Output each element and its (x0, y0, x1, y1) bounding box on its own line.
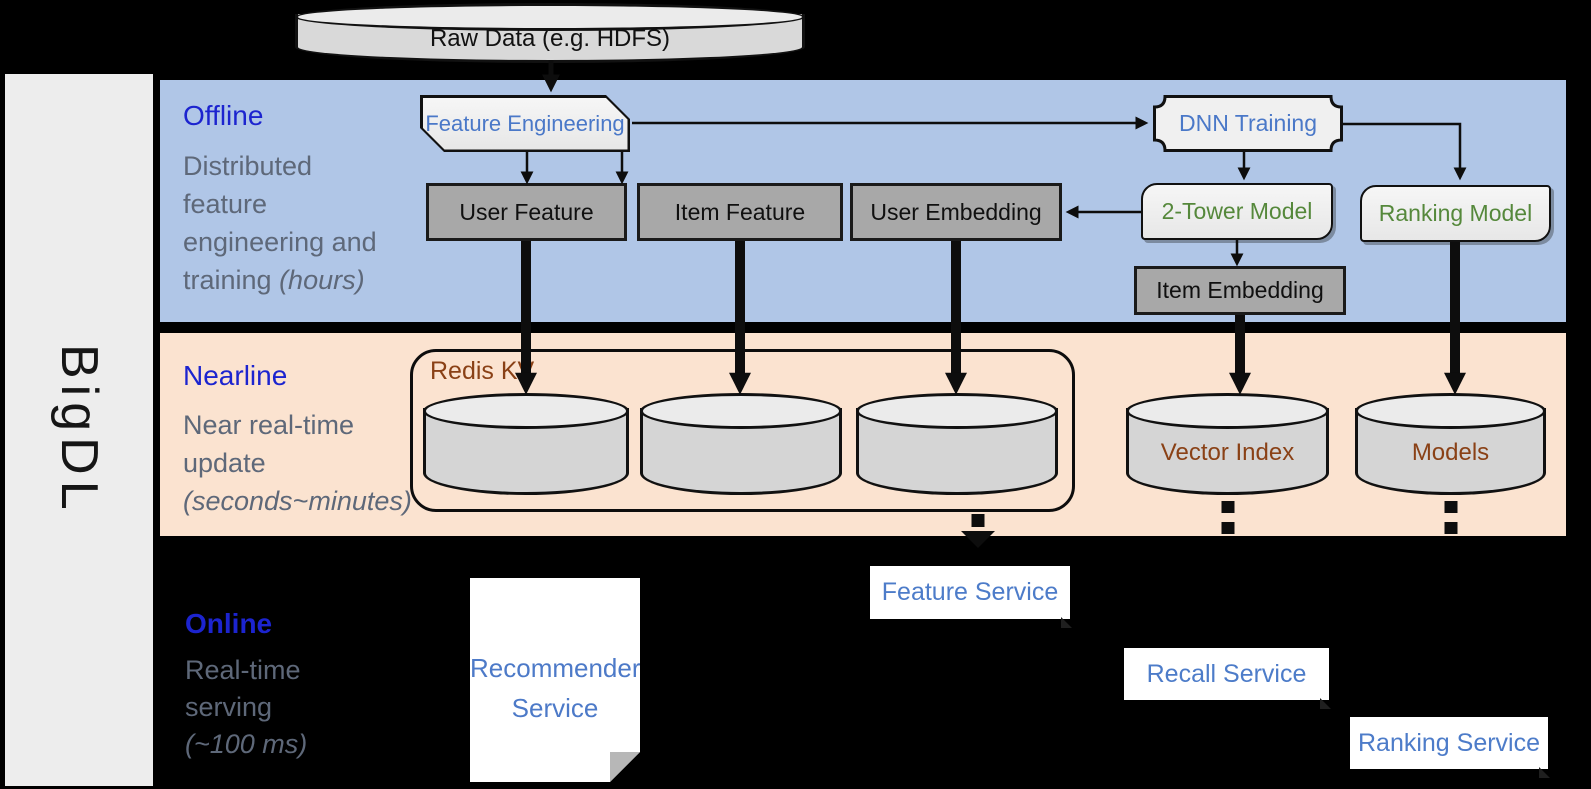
nearline-subtitle-line2: update (183, 448, 266, 478)
offline-subtitle-line4: training (hours) (183, 265, 365, 295)
offline-subtitle-line2: feature (183, 189, 268, 219)
feature-service-fold-corner (1061, 617, 1072, 628)
user-embedding-box: User Embedding (850, 183, 1062, 241)
online-subtitle-line2: serving (185, 692, 273, 722)
user-feature-box: User Feature (426, 183, 627, 241)
ranking-model-box: Ranking Model (1360, 185, 1551, 242)
redis-cylinder-2 (640, 393, 842, 495)
online-subtitle: Real-time serving (~100 ms) (185, 652, 307, 763)
feature-service-box: Feature Service (870, 566, 1072, 628)
nearline-subtitle-line1: Near real-time (183, 410, 355, 440)
online-title: Online (185, 608, 273, 639)
raw-data-cylinder-top (295, 3, 805, 31)
offline-subtitle: Distributed feature engineering and trai… (183, 147, 377, 299)
ranking-service-box: Ranking Service (1350, 717, 1550, 778)
ranking-service-label: Ranking Service (1357, 728, 1541, 757)
recommender-service-doc: Recommender Service (470, 578, 640, 782)
offline-subtitle-line3: engineering and (183, 227, 377, 257)
recall-service-label: Recall Service (1146, 659, 1307, 688)
redis-cylinder-1 (423, 393, 629, 495)
online-subtitle-line3: (~100 ms) (185, 729, 308, 759)
recall-service-fold-corner (1320, 698, 1331, 709)
recall-service-box: Recall Service (1124, 648, 1331, 709)
vector-index-label: Vector Index (1160, 439, 1295, 466)
redis-kv-label: Redis KV (430, 357, 535, 385)
bigdl-sidebar: BigDL (5, 74, 153, 786)
vector-index-store: Vector Index (1126, 393, 1329, 495)
nearline-subtitle: Near real-time update (seconds~minutes) (183, 406, 412, 520)
nearline-title: Nearline (183, 360, 288, 391)
nearline-subtitle-line3: (seconds~minutes) (183, 486, 412, 516)
two-tower-model-box: 2-Tower Model (1141, 183, 1333, 240)
feature-service-label: Feature Service (881, 578, 1059, 606)
bigdl-logo-text: BigDL (50, 344, 108, 516)
dnn-training-box: DNN Training (1153, 95, 1343, 152)
redis-cylinder-3 (856, 393, 1058, 495)
item-feature-box: Item Feature (637, 183, 843, 241)
feature-engineering-label: Feature Engineering (425, 110, 625, 136)
online-subtitle-line1: Real-time (185, 655, 301, 685)
recommender-service-fold-corner (610, 752, 640, 782)
dnn-training-label: DNN Training (1178, 110, 1318, 136)
models-label: Models (1411, 439, 1490, 466)
raw-data-store: Raw Data (e.g. HDFS) (295, 3, 805, 63)
offline-title: Offline (183, 100, 264, 131)
dnn-training-plaque-shape (1153, 95, 1343, 152)
recommender-service-label: Recommender Service (470, 653, 641, 723)
ranking-service-fold-corner (1539, 767, 1550, 778)
models-store: Models (1355, 393, 1546, 495)
feature-engineering-box: Feature Engineering (420, 95, 630, 152)
raw-data-label: Raw Data (e.g. HDFS) (429, 25, 671, 52)
item-embedding-box: Item Embedding (1134, 266, 1346, 315)
offline-subtitle-line1: Distributed (183, 151, 313, 181)
